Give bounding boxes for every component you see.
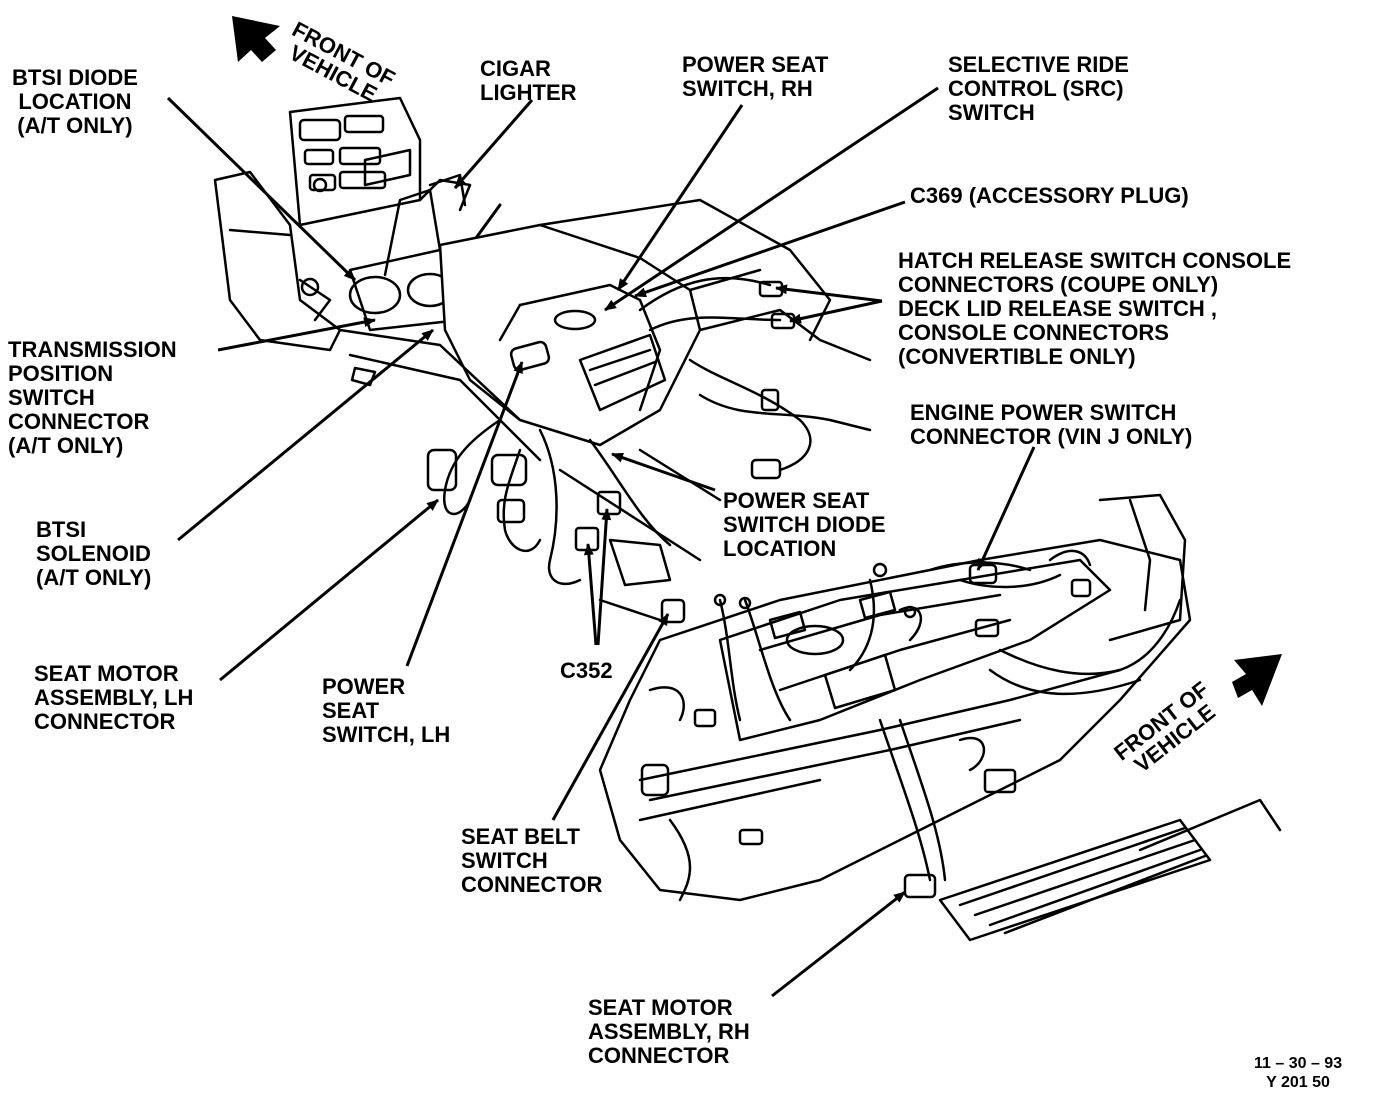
front-arrow-bottom-icon <box>1232 654 1282 706</box>
figure-code: 11 – 30 – 93 Y 201 50 <box>1254 1055 1343 1091</box>
label-btsi-diode-location: BTSI DIODE LOCATION (A/T ONLY) <box>12 65 138 138</box>
label-seat-belt-switch: SEAT BELT SWITCH CONNECTOR <box>461 824 603 897</box>
label-src-switch: SELECTIVE RIDE CONTROL (SRC) SWITCH <box>948 52 1129 125</box>
label-btsi-solenoid: BTSI SOLENOID (A/T ONLY) <box>36 517 152 590</box>
leader-lines <box>166 86 1036 998</box>
label-c352: C352 <box>560 658 613 683</box>
lower-console-drawing <box>598 493 1282 942</box>
label-hatch-deck-lid-release: HATCH RELEASE SWITCH CONSOLE CONNECTORS … <box>898 248 1292 369</box>
label-cigar-lighter: CIGAR LIGHTER <box>480 56 577 105</box>
label-engine-power-switch: ENGINE POWER SWITCH CONNECTOR (VIN J ONL… <box>910 400 1193 449</box>
label-power-seat-switch-rh: POWER SEAT SWITCH, RH <box>682 52 829 101</box>
label-c369-accessory-plug: C369 (ACCESSORY PLUG) <box>910 183 1189 208</box>
front-arrow-top-icon <box>232 16 280 62</box>
upper-console-drawing <box>213 96 872 622</box>
label-seat-motor-lh: SEAT MOTOR ASSEMBLY, LH CONNECTOR <box>34 661 194 734</box>
label-seat-motor-rh: SEAT MOTOR ASSEMBLY, RH CONNECTOR <box>588 995 750 1068</box>
label-power-seat-switch-lh: POWER SEAT SWITCH, LH <box>322 674 451 747</box>
label-power-seat-switch-diode: POWER SEAT SWITCH DIODE LOCATION <box>723 488 886 561</box>
label-transmission-position-switch: TRANSMISSION POSITION SWITCH CONNECTOR (… <box>8 337 177 458</box>
